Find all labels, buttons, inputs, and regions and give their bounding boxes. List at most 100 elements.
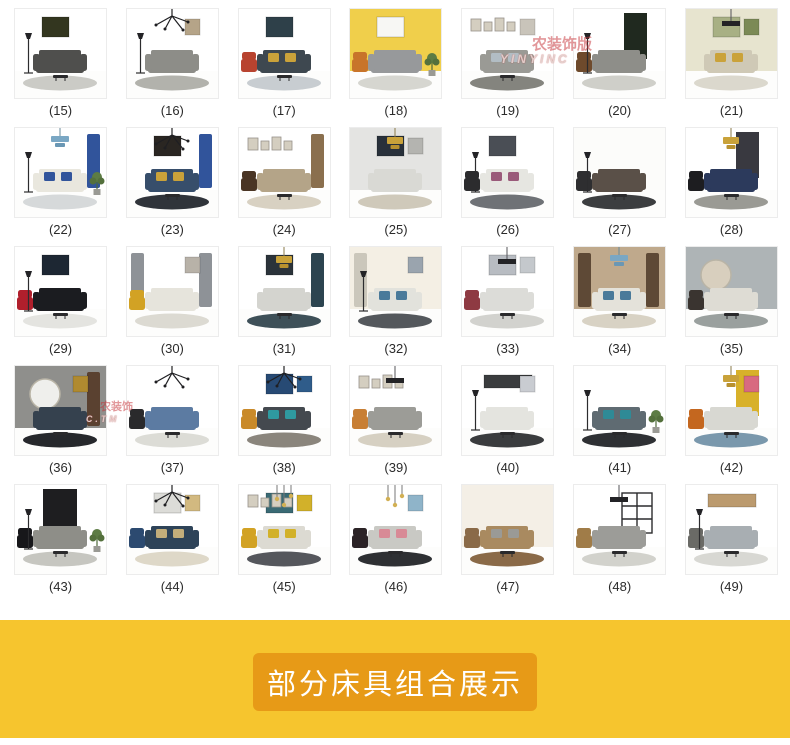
grid-item: (47) (461, 484, 555, 603)
grid-item: (48) (573, 484, 667, 603)
thumbnail-image[interactable] (125, 246, 219, 337)
thumbnail-image[interactable] (14, 127, 107, 218)
thumbnail-caption: (41) (608, 460, 632, 475)
thumbnail-image[interactable] (349, 365, 443, 456)
thumbnail-image[interactable] (237, 365, 331, 456)
grid-item: (22) (14, 127, 107, 246)
grid-item: (34) (573, 246, 667, 365)
thumbnail-caption: (20) (608, 103, 632, 118)
thumbnail-caption: (49) (719, 579, 744, 594)
thumbnail-caption: (37) (160, 460, 184, 475)
grid-item: (27) (573, 127, 667, 246)
thumbnail-image[interactable] (349, 127, 443, 218)
thumbnail-image[interactable] (461, 484, 555, 575)
grid-item: (21) (684, 8, 778, 127)
thumbnail-image[interactable] (684, 365, 778, 456)
thumbnail-image[interactable] (125, 127, 219, 218)
grid-item: (16) (125, 8, 219, 127)
thumbnail-image[interactable] (14, 8, 107, 99)
thumbnail-image[interactable] (237, 8, 331, 99)
thumbnail-image[interactable] (237, 484, 331, 575)
thumbnail-caption: (29) (48, 341, 73, 356)
thumbnail-caption: (16) (160, 103, 184, 118)
thumbnail-image[interactable] (684, 246, 778, 337)
thumbnail-image[interactable] (573, 127, 667, 218)
thumbnail-image[interactable] (237, 127, 331, 218)
grid-item: (26) (461, 127, 555, 246)
thumbnail-image[interactable] (349, 484, 443, 575)
section-banner: 部分床具组合展示 (0, 620, 790, 738)
thumbnail-image[interactable] (349, 8, 443, 99)
thumbnail-caption: (26) (496, 222, 520, 237)
thumbnail-image[interactable] (684, 127, 778, 218)
thumbnail-image[interactable] (461, 246, 555, 337)
thumbnail-image[interactable] (125, 365, 219, 456)
thumbnail-caption: (42) (719, 460, 744, 475)
thumbnail-caption: (32) (384, 341, 408, 356)
thumbnail-image[interactable] (237, 246, 331, 337)
thumbnail-caption: (28) (719, 222, 744, 237)
thumbnail-caption: (36) (48, 460, 73, 475)
thumbnail-caption: (40) (496, 460, 520, 475)
grid-item: (19) (461, 8, 555, 127)
thumbnail-caption: (30) (160, 341, 184, 356)
thumbnail-caption: (17) (272, 103, 296, 118)
grid-item: (41) (573, 365, 667, 484)
grid-item: (49) (684, 484, 778, 603)
thumbnail-image[interactable] (684, 484, 778, 575)
thumbnail-image[interactable] (461, 8, 555, 99)
thumbnail-caption: (38) (272, 460, 296, 475)
grid-item: (38) (237, 365, 331, 484)
thumbnail-caption: (19) (496, 103, 520, 118)
thumbnail-image[interactable] (573, 246, 667, 337)
thumbnail-caption: (31) (272, 341, 296, 356)
thumbnail-caption: (23) (160, 222, 184, 237)
grid-item: (25) (349, 127, 443, 246)
thumbnail-caption: (48) (608, 579, 632, 594)
thumbnail-caption: (21) (719, 103, 744, 118)
thumbnail-caption: (18) (384, 103, 408, 118)
grid-item: (20) (573, 8, 667, 127)
grid-item: (39) (349, 365, 443, 484)
grid-item: (33) (461, 246, 555, 365)
grid-item: (18) (349, 8, 443, 127)
thumbnail-image[interactable] (125, 484, 219, 575)
thumbnail-image[interactable] (573, 365, 667, 456)
thumbnail-image[interactable] (461, 365, 555, 456)
thumbnail-caption: (15) (48, 103, 73, 118)
grid-item: (15) (14, 8, 107, 127)
thumbnail-image[interactable] (14, 246, 107, 337)
thumbnail-image[interactable] (349, 246, 443, 337)
thumbnail-image[interactable] (461, 127, 555, 218)
thumbnail-image[interactable] (573, 484, 667, 575)
thumbnail-caption: (22) (48, 222, 73, 237)
thumbnail-caption: (46) (384, 579, 408, 594)
grid-item: (32) (349, 246, 443, 365)
thumbnail-caption: (27) (608, 222, 632, 237)
thumbnail-grid: (15) (16) (17) (18) (19) (20) (21) (22) (23) (24)… (14, 8, 778, 603)
thumbnail-caption: (33) (496, 341, 520, 356)
thumbnail-image[interactable] (14, 365, 107, 456)
thumbnail-caption: (43) (48, 579, 73, 594)
thumbnail-caption: (44) (160, 579, 184, 594)
grid-item: (23) (125, 127, 219, 246)
grid-item: (29) (14, 246, 107, 365)
thumbnail-caption: (35) (719, 341, 744, 356)
grid-item: (35) (684, 246, 778, 365)
grid-item: (36) (14, 365, 107, 484)
thumbnail-image[interactable] (125, 8, 219, 99)
thumbnail-caption: (25) (384, 222, 408, 237)
thumbnail-caption: (24) (272, 222, 296, 237)
grid-item: (31) (237, 246, 331, 365)
grid-item: (30) (125, 246, 219, 365)
grid-item: (24) (237, 127, 331, 246)
thumbnail-image[interactable] (684, 8, 778, 99)
grid-item: (17) (237, 8, 331, 127)
grid-item: (46) (349, 484, 443, 603)
section-title: 部分床具组合展示 (252, 653, 537, 711)
thumbnail-image[interactable] (573, 8, 667, 99)
grid-item: (37) (125, 365, 219, 484)
thumbnail-image[interactable] (14, 484, 107, 575)
thumbnail-caption: (47) (496, 579, 520, 594)
grid-item: (28) (684, 127, 778, 246)
